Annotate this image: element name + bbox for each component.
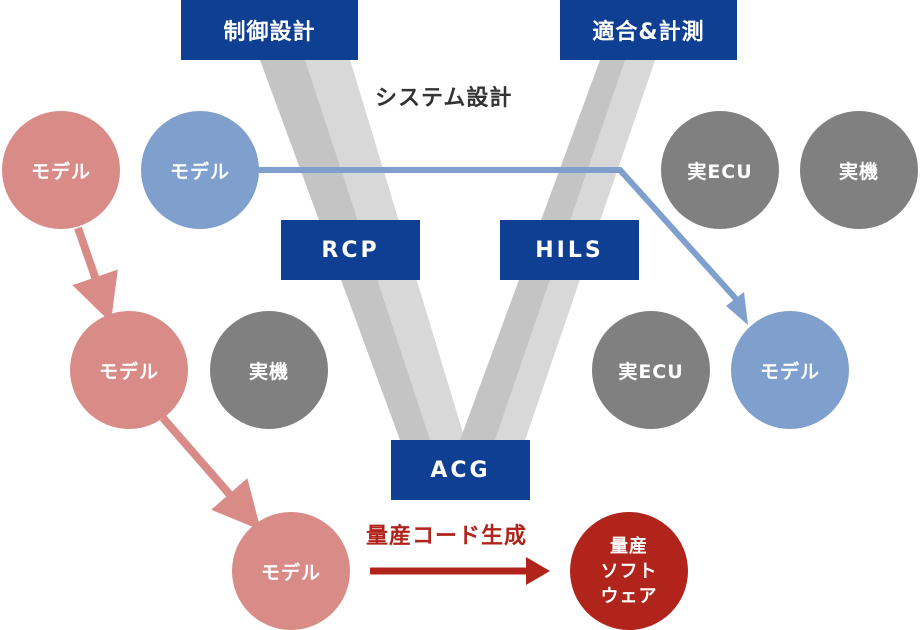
blue-arrow-head	[726, 292, 748, 325]
model-circle-blue-2: モデル	[731, 311, 849, 429]
production-software-line-1: 量産	[610, 535, 648, 557]
model-circle-pink-3: モデル	[232, 512, 350, 630]
control-design-box: 制御設計	[181, 0, 358, 60]
model-circle-pink-1: モデル	[2, 111, 120, 229]
production-software-line-3: ウェア	[600, 585, 658, 607]
real-ecu-circle-2: 実ECU	[592, 311, 710, 429]
real-ecu-circle-1: 実ECU	[661, 111, 779, 229]
blue-arrow-line	[252, 167, 740, 303]
system-design-label: システム設計	[375, 86, 513, 111]
pink-arrow-2	[159, 415, 261, 531]
production-software-line-2: ソフト	[600, 560, 658, 582]
acg-box: ACG	[391, 440, 530, 500]
production-software-circle: 量産 ソフト ウェア	[570, 512, 688, 630]
rcp-box: RCP	[281, 220, 420, 280]
red-arrow-head	[526, 557, 550, 585]
model-circle-pink-2: モデル	[70, 311, 188, 429]
real-machine-circle-1: 実機	[210, 311, 328, 429]
real-machine-circle-2: 実機	[800, 111, 918, 229]
pink-arrow-1	[72, 226, 118, 323]
hils-box: HILS	[500, 220, 639, 280]
model-circle-blue-1: モデル	[141, 111, 259, 229]
mass-code-generation-label: 量産コード生成	[366, 524, 528, 549]
calibration-box: 適合&計測	[560, 0, 737, 60]
